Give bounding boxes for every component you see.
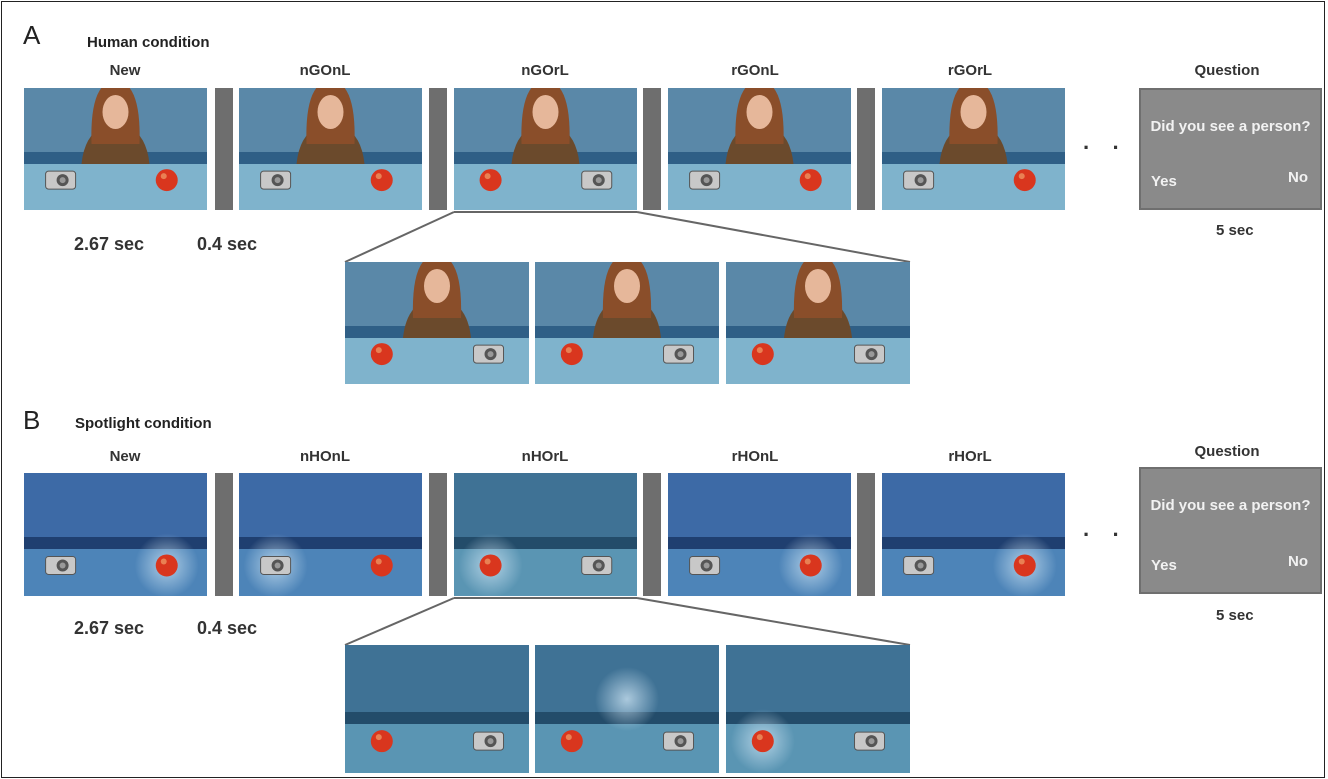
question-text-b: Did you see a person? <box>1150 497 1311 514</box>
ellipsis-b: · · · <box>1083 522 1158 547</box>
col-label-ngorl: nGOrL <box>521 62 569 79</box>
frame-a-new <box>24 88 207 210</box>
zoom-a-2 <box>535 262 719 384</box>
mask-a-3 <box>643 88 661 210</box>
col-label-rgonl: rGOnL <box>731 62 779 79</box>
question-box-b: Did you see a person? Yes No <box>1139 467 1322 594</box>
col-label-question: Question <box>1194 62 1260 79</box>
no-label-a: No <box>1288 169 1308 186</box>
frame-a-ngonl <box>239 88 422 210</box>
mask-b-3 <box>643 473 661 596</box>
frame-b-nhonl <box>239 473 422 596</box>
panel-b-title: Spotlight condition <box>75 415 212 432</box>
zoom-b-1 <box>345 645 529 773</box>
frame-b-new <box>24 473 207 596</box>
panel-a-letter: A <box>23 20 41 50</box>
mask-b-1 <box>215 473 233 596</box>
col-label-question-b: Question <box>1194 443 1260 460</box>
panel-b-letter: B <box>23 405 41 435</box>
mask-a-1 <box>215 88 233 210</box>
time-stimulus-b: 2.67 sec <box>74 618 145 638</box>
frame-b-rhonl <box>668 473 851 596</box>
frame-b-nhorl <box>454 473 637 596</box>
zoom-a-1 <box>345 262 529 384</box>
yes-label-b: Yes <box>1151 557 1177 574</box>
zoom-b-2 <box>535 645 719 773</box>
col-label-nhorl: nHOrL <box>521 448 569 465</box>
ellipsis-a: · · · <box>1083 135 1158 160</box>
frame-a-rgonl <box>668 88 851 210</box>
col-label-ngonl: nGOnL <box>299 62 351 79</box>
time-mask-b: 0.4 sec <box>197 618 258 638</box>
col-label-nhonl: nHOnL <box>300 448 350 465</box>
question-text-a: Did you see a person? <box>1150 118 1311 135</box>
col-label-rhorl: rHOrL <box>948 448 992 465</box>
mask-b-2 <box>429 473 447 596</box>
frame-a-ngorl <box>454 88 637 210</box>
question-box-a: Did you see a person? Yes No <box>1139 88 1322 210</box>
frame-b-rhorl <box>882 473 1065 596</box>
time-question-a: 5 sec <box>1216 222 1254 239</box>
time-stimulus-a: 2.67 sec <box>74 234 145 254</box>
time-question-b: 5 sec <box>1216 607 1254 624</box>
zoom-b-3 <box>726 645 910 773</box>
col-label-rgorl: rGOrL <box>947 62 993 79</box>
col-label-new: New <box>109 62 141 79</box>
col-label-rhonl: rHOnL <box>731 448 779 465</box>
col-label-new-b: New <box>109 448 141 465</box>
panel-a-title: Human condition <box>87 34 210 51</box>
zoom-a-3 <box>726 262 910 384</box>
yes-label-a: Yes <box>1151 173 1177 190</box>
no-label-b: No <box>1288 553 1308 570</box>
time-mask-a: 0.4 sec <box>197 234 258 254</box>
mask-b-4 <box>857 473 875 596</box>
mask-a-2 <box>429 88 447 210</box>
mask-a-4 <box>857 88 875 210</box>
frame-a-rgorl <box>882 88 1065 210</box>
